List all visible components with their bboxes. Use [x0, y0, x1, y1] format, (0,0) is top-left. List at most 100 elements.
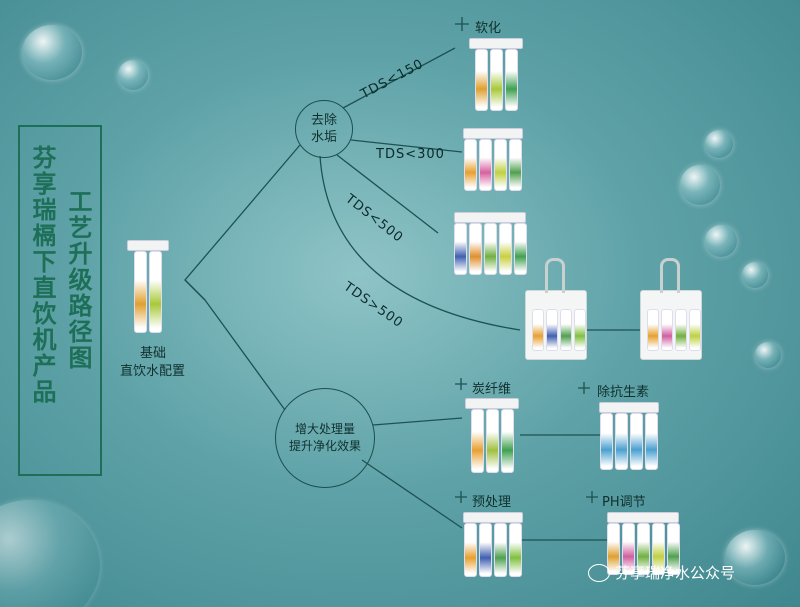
antibiotic-label: 除抗生素 [597, 385, 650, 400]
filter-cartridge [468, 223, 482, 275]
filter-cartridge [606, 523, 620, 575]
filter-cartridge [574, 309, 586, 351]
filter-cartridge [509, 523, 522, 577]
tds300-purifier [463, 128, 523, 191]
carbon-purifier [465, 398, 519, 473]
filter-cartridge [651, 523, 665, 575]
scale-removal-node: 去除水垢 [295, 100, 353, 158]
filter-cartridge [489, 49, 503, 111]
filter-cartridge [532, 309, 544, 351]
filter-cartridge [689, 309, 701, 351]
line-tds500 [336, 154, 439, 234]
filter-cartridge [474, 49, 488, 111]
cartridge-row [464, 139, 522, 191]
filter-cartridge [498, 223, 512, 275]
water-bubble [680, 165, 720, 205]
filter-cartridge [134, 251, 147, 333]
ph-label: PH调节 [602, 495, 646, 510]
filter-cartridge [500, 409, 514, 473]
cartridge-row [600, 413, 658, 470]
pretreat-label: 预处理 [472, 495, 512, 510]
capacity-node: 增大处理量提升净化效果 [275, 388, 375, 488]
purifier-head [469, 38, 523, 49]
filter-cartridge [485, 409, 499, 473]
filter-cartridge [453, 223, 467, 275]
plus-icon [455, 491, 467, 503]
water-bubble [755, 342, 781, 368]
filter-cartridge [600, 413, 613, 470]
filter-cartridge [647, 309, 659, 351]
purifier-head [465, 398, 519, 409]
plus-icon [586, 491, 598, 503]
purifier-head [607, 512, 679, 523]
cartridge-row [474, 49, 518, 111]
wechat-icon [588, 563, 610, 582]
purifier-head [127, 240, 169, 251]
line-tds-gt500 [319, 155, 521, 331]
filter-cartridge [621, 523, 635, 575]
filter-cartridge [513, 223, 527, 275]
watermark-text: 芬享瑞净水公众号 [615, 564, 736, 582]
pretreat-purifier [463, 512, 523, 577]
filter-cartridge [504, 49, 518, 111]
main-title: 芬享瑞槅下直饮机产品 [28, 145, 56, 405]
watermark: 芬享瑞净水公众号 [588, 562, 735, 583]
antibiotic-purifier [599, 402, 659, 470]
filter-cartridge [560, 309, 572, 351]
filter-cartridge [464, 523, 477, 577]
water-bubble [118, 60, 148, 90]
line-tds300 [350, 139, 463, 153]
plus-icon [455, 17, 469, 31]
water-bubble [705, 225, 737, 257]
title-box: 芬享瑞槅下直饮机产品 工艺升级路径图 [18, 125, 102, 476]
line-to-capacity [184, 279, 286, 411]
filter-cartridge [479, 523, 492, 577]
water-bubble [725, 530, 785, 585]
sub-title: 工艺升级路径图 [64, 189, 92, 371]
soften-label: 软化 [475, 21, 502, 36]
node-text: 增大处理量 [294, 422, 355, 436]
base-label-1: 基础 [140, 346, 167, 361]
cartridge-row [134, 251, 162, 333]
cabinet-machine-2 [640, 290, 702, 360]
faucet-icon [545, 258, 565, 293]
filter-cartridge [470, 409, 484, 473]
node-text: 水垢 [310, 130, 337, 145]
filter-cartridge [509, 139, 522, 191]
line-to-scale [184, 144, 301, 301]
water-bubble [742, 262, 768, 288]
filter-cartridge [636, 523, 650, 575]
filter-cartridge [666, 523, 680, 575]
cartridge-row [470, 409, 514, 473]
filter-cartridge [645, 413, 658, 470]
purifier-head [599, 402, 659, 413]
cartridge-row [606, 523, 680, 575]
soften-purifier [469, 38, 523, 111]
filter-cartridge [675, 309, 687, 351]
purifier-head [463, 128, 523, 139]
water-bubble [22, 25, 82, 80]
node-text: 提升净化效果 [288, 439, 361, 453]
filter-cartridge [615, 413, 628, 470]
ph-purifier [606, 512, 680, 575]
filter-cartridge [661, 309, 673, 351]
filter-cartridge [149, 251, 162, 333]
base-purifier [127, 240, 169, 333]
filter-cartridge [630, 413, 643, 470]
cabinet-machine-1 [525, 290, 587, 360]
plus-icon [455, 378, 467, 390]
tds500-purifier [453, 212, 527, 275]
filter-cartridge [494, 139, 507, 191]
filter-cartridge [479, 139, 492, 191]
faucet-icon [660, 258, 680, 293]
node-text: 去除 [310, 113, 337, 128]
cartridge-row [464, 523, 522, 577]
cartridge-row [453, 223, 527, 275]
line-tds150 [342, 47, 456, 109]
base-label-2: 直饮水配置 [120, 364, 186, 379]
line-carbon [372, 417, 463, 426]
filter-cartridge [483, 223, 497, 275]
filter-cartridge [464, 139, 477, 191]
